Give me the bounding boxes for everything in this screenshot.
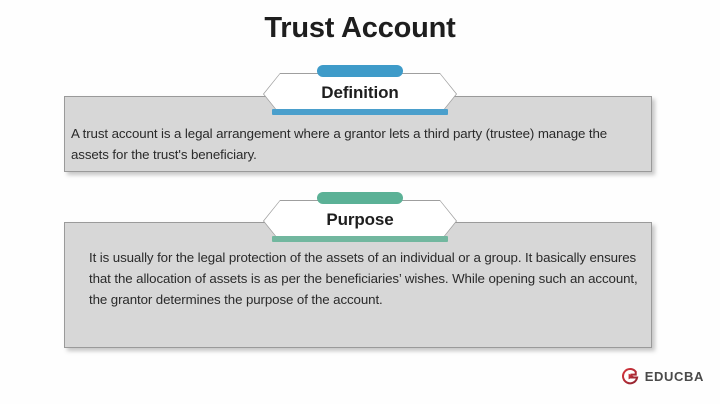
page-title: Trust Account	[264, 12, 456, 44]
purpose-banner-label: Purpose	[326, 209, 394, 229]
purpose-banner-accent	[272, 236, 448, 242]
definition-banner-outline	[263, 73, 457, 115]
purpose-tab	[317, 192, 403, 204]
purpose-banner-outline	[263, 200, 457, 242]
educba-logo: EDUCBA	[621, 367, 704, 386]
educba-mark-icon	[621, 368, 639, 385]
definition-tab	[317, 65, 403, 77]
definition-banner-fill	[264, 74, 456, 114]
purpose-body-text: It is usually for the legal protection o…	[89, 250, 638, 307]
educba-logo-text: EDUCBA	[644, 369, 704, 384]
definition-banner: Definition	[263, 73, 457, 115]
definition-banner-label: Definition	[321, 82, 399, 102]
definition-banner-accent	[272, 109, 448, 115]
definition-body-text: A trust account is a legal arrangement w…	[71, 126, 608, 162]
purpose-panel: It is usually for the legal protection o…	[64, 222, 652, 348]
purpose-banner-fill	[264, 201, 456, 241]
purpose-banner: Purpose	[263, 200, 457, 242]
